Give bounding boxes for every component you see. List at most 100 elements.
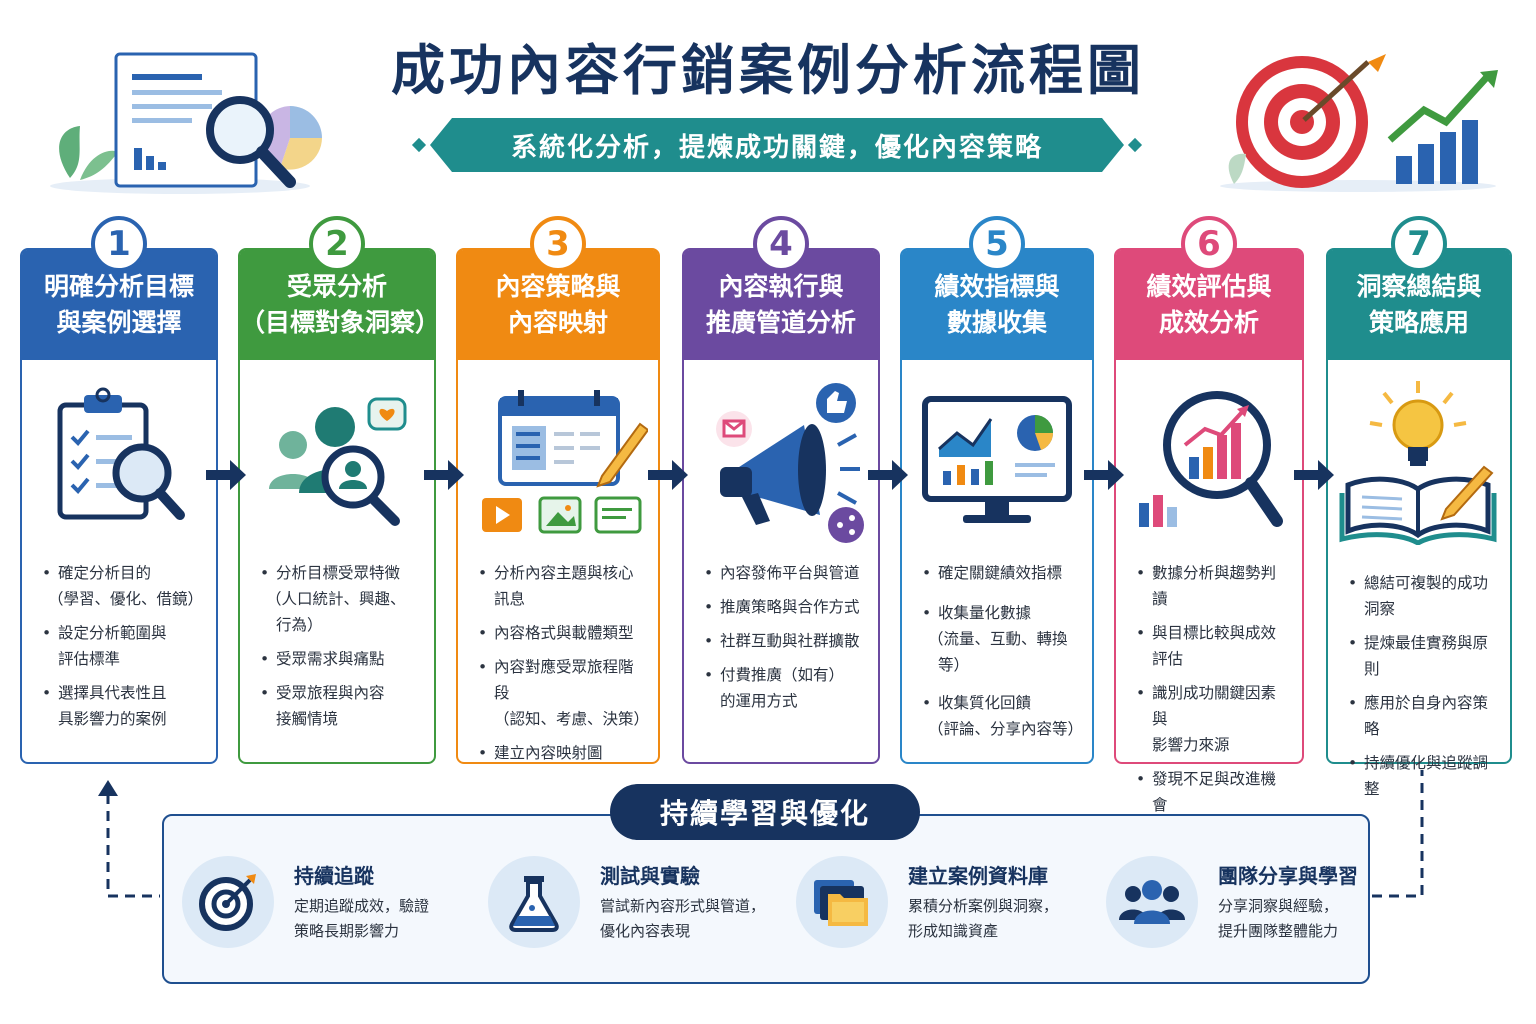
bullet-item: 分析內容主題與核心訊息: [478, 560, 644, 612]
step-card-2: 2 受眾分析 （目標對象洞察） 分析目標受眾特徵（人口統計、興趣、行為） 受眾需…: [238, 216, 441, 764]
practice-item-tracking: 持續追蹤 定期追蹤成效，驗證策略長期影響力: [182, 856, 472, 956]
target-growth-illustration-icon: [1220, 54, 1498, 192]
bullet-item: 持續優化與追蹤調整: [1348, 750, 1496, 802]
bullet-item: 數據分析與趨勢判讀: [1136, 560, 1288, 612]
calendar-pencil-icon: [458, 360, 658, 560]
practice-desc: 定期追蹤成效，驗證策略長期影響力: [294, 897, 430, 940]
clipboard-magnifier-icon: [22, 360, 216, 560]
target-icon: [182, 856, 274, 948]
step-card-3: 3 內容策略與 內容映射: [456, 216, 660, 766]
bullet-item: 社群互動與社群擴散: [704, 628, 864, 654]
bullet-item: 付費推廣（如有）的運用方式: [704, 662, 864, 714]
document-analysis-illustration-icon: [50, 52, 322, 194]
step-bullets: 總結可複製的成功洞察 提煉最佳實務與原則 應用於自身內容策略 持續優化與追蹤調整: [1328, 560, 1510, 802]
bullet-item: 內容格式與載體類型: [478, 620, 644, 646]
step-title: 洞察總結與: [1356, 272, 1482, 301]
step-title: 與案例選擇: [56, 308, 182, 337]
bullet-item: 內容對應受眾旅程階段（認知、考慮、決策）: [478, 654, 649, 732]
flow-arrow-icon: [1084, 460, 1124, 490]
step-bullets: 分析內容主題與核心訊息 內容格式與載體類型 內容對應受眾旅程階段（認知、考慮、決…: [458, 560, 658, 766]
step-number: 5: [969, 216, 1025, 272]
diamond-icon: [1127, 137, 1143, 153]
step-title: （目標對象洞察）: [240, 308, 441, 337]
step-card-5: 5 績效指標與 數據收集 確定關鍵績效指標 收集量化數據（流量、互動、轉換等） …: [900, 216, 1094, 764]
step-title: 數據收集: [946, 308, 1047, 337]
flow-arrow-icon: [424, 460, 464, 490]
bullet-item: 與目標比較與成效評估: [1136, 620, 1288, 672]
step-title: 明確分析目標: [43, 272, 194, 301]
bullet-item: 確定分析目的（學習、優化、借鏡）: [42, 560, 203, 612]
subtitle-text: 系統化分析，提煉成功關鍵，優化內容策略: [430, 118, 1124, 172]
practice-item-database: 建立案例資料庫 累積分析案例與洞察，形成知識資產: [796, 856, 1096, 956]
step-number: 7: [1391, 216, 1447, 272]
step-header: 績效指標與 數據收集: [902, 250, 1092, 360]
step-card-1: 1 明確分析目標 與案例選擇 確定分析目的（學習、優化、借鏡） 設定分析範圍與評…: [20, 216, 218, 764]
practice-title: 團隊分享與學習: [1218, 864, 1358, 888]
team-icon: [1106, 856, 1198, 948]
bullet-item: 應用於自身內容策略: [1348, 690, 1496, 742]
flow-arrow-icon: [648, 460, 688, 490]
practice-title: 建立案例資料庫: [908, 864, 1048, 888]
practice-title: 測試與實驗: [600, 864, 700, 888]
step-bullets: 確定關鍵績效指標 收集量化數據（流量、互動、轉換等） 收集質化回饋（評論、分享內…: [902, 560, 1092, 742]
step-bullets: 內容發佈平台與管道 推廣策略與合作方式 社群互動與社群擴散 付費推廣（如有）的運…: [684, 560, 878, 714]
practice-desc: 嘗試新內容形式與管道，優化內容表現: [600, 897, 766, 940]
bullet-item: 確定關鍵績效指標: [922, 560, 1078, 586]
step-header: 績效評估與 成效分析: [1116, 250, 1302, 360]
flask-icon: [488, 856, 580, 948]
audience-search-icon: [240, 360, 434, 560]
step-title: 成效分析: [1158, 308, 1259, 337]
bullet-item: 建立內容映射圖: [478, 740, 644, 766]
page-title: 成功內容行銷案例分析流程圖: [391, 39, 1145, 102]
practice-desc: 分享洞察與經驗，提升團隊整體能力: [1218, 897, 1339, 940]
magnifier-growth-icon: [1116, 360, 1302, 560]
bullet-item: 發現不足與改進機會: [1136, 766, 1288, 818]
bullet-item: 分析目標受眾特徵（人口統計、興趣、行為）: [260, 560, 420, 638]
bullet-item: 收集質化回饋（評論、分享內容等）: [922, 690, 1083, 742]
bullet-item: 收集量化數據（流量、互動、轉換等）: [922, 600, 1078, 678]
monitor-chart-icon: [902, 360, 1092, 560]
diamond-icon: [411, 137, 427, 153]
step-title: 受眾分析: [286, 272, 387, 301]
lightbulb-book-icon: [1328, 360, 1510, 560]
step-title: 推廣管道分析: [705, 308, 856, 337]
practice-desc: 累積分析案例與洞察，形成知識資產: [908, 897, 1059, 940]
step-number: 2: [309, 216, 365, 272]
step-title: 績效指標與: [934, 272, 1060, 301]
step-title: 策略應用: [1368, 308, 1469, 337]
step-number: 3: [530, 216, 586, 272]
bullet-item: 總結可複製的成功洞察: [1348, 570, 1496, 622]
bullet-item: 推廣策略與合作方式: [704, 594, 864, 620]
practice-item-testing: 測試與實驗 嘗試新內容形式與管道，優化內容表現: [488, 856, 788, 956]
folders-icon: [796, 856, 888, 948]
flow-arrow-icon: [1294, 460, 1334, 490]
bullet-item: 受眾需求與痛點: [260, 646, 420, 672]
step-number: 1: [91, 216, 147, 272]
loop-line-right-icon: [1372, 770, 1424, 898]
step-card-6: 6 績效評估與 成效分析 數據分析與趨勢判讀 與目標比較與成效評估 識別成功關鍵…: [1114, 216, 1304, 814]
step-title: 績效評估與: [1146, 272, 1272, 301]
flow-arrow-icon: [868, 460, 908, 490]
step-number: 6: [1181, 216, 1237, 272]
subtitle-banner: 系統化分析，提煉成功關鍵，優化內容策略: [411, 118, 1143, 172]
megaphone-icon: [684, 360, 878, 560]
flow-arrow-icon: [206, 460, 246, 490]
step-title: 內容策略與: [495, 272, 621, 301]
practice-title: 持續追蹤: [294, 864, 374, 888]
step-card-4: 4 內容執行與 推廣管道分析 內容發佈平台與管道 推廣策略與合作方式 社群互動與…: [682, 216, 880, 764]
step-card-7: 7 洞察總結與 策略應用 總結可複製的成功洞察 提煉最佳實務與原則 應用於自身內…: [1326, 216, 1512, 798]
continuous-learning-title: 持續學習與優化: [610, 784, 920, 840]
step-title: 內容映射: [507, 308, 608, 337]
bullet-item: 提煉最佳實務與原則: [1348, 630, 1496, 682]
step-header: 明確分析目標 與案例選擇: [22, 250, 216, 360]
step-number: 4: [753, 216, 809, 272]
loop-arrow-left-icon: [98, 780, 160, 898]
step-title: 內容執行與: [718, 272, 844, 301]
